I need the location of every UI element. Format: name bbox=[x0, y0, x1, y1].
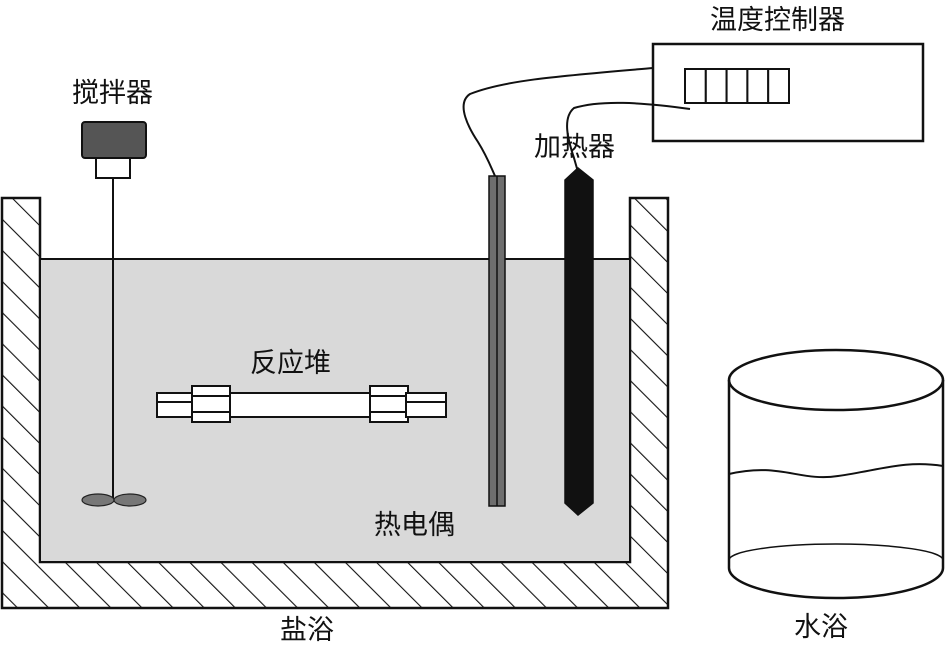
stirrer-motor bbox=[81, 121, 147, 159]
display-cell bbox=[725, 68, 749, 104]
display-cell bbox=[704, 68, 728, 104]
thermocouple-label: 热电偶 bbox=[374, 510, 455, 541]
temperature-controller bbox=[651, 42, 925, 143]
controller-display bbox=[684, 68, 791, 104]
heater-wire bbox=[566, 101, 691, 173]
display-cell bbox=[767, 68, 791, 104]
display-cell bbox=[684, 68, 707, 104]
stirrer-coupling bbox=[95, 157, 131, 179]
wires bbox=[462, 67, 691, 179]
salt-bath-label: 盐浴 bbox=[280, 615, 334, 646]
water-bath bbox=[727, 348, 945, 600]
temp-controller-label: 温度控制器 bbox=[710, 5, 845, 36]
reactor-label: 反应堆 bbox=[250, 348, 331, 379]
stirrer bbox=[81, 121, 147, 507]
water-bath-label: 水浴 bbox=[794, 612, 848, 643]
stirrer-blade-left bbox=[81, 493, 115, 507]
heater-rod bbox=[564, 167, 594, 516]
display-cell bbox=[746, 68, 770, 104]
reactor-tube bbox=[227, 392, 377, 418]
water-surface bbox=[728, 463, 944, 479]
stirrer-label: 搅拌器 bbox=[72, 78, 153, 109]
stirrer-blade-right bbox=[113, 493, 147, 507]
heater-label: 加热器 bbox=[534, 132, 615, 163]
reactor bbox=[156, 385, 447, 423]
thermocouple-wire bbox=[462, 67, 654, 179]
thermocouple bbox=[488, 175, 506, 507]
